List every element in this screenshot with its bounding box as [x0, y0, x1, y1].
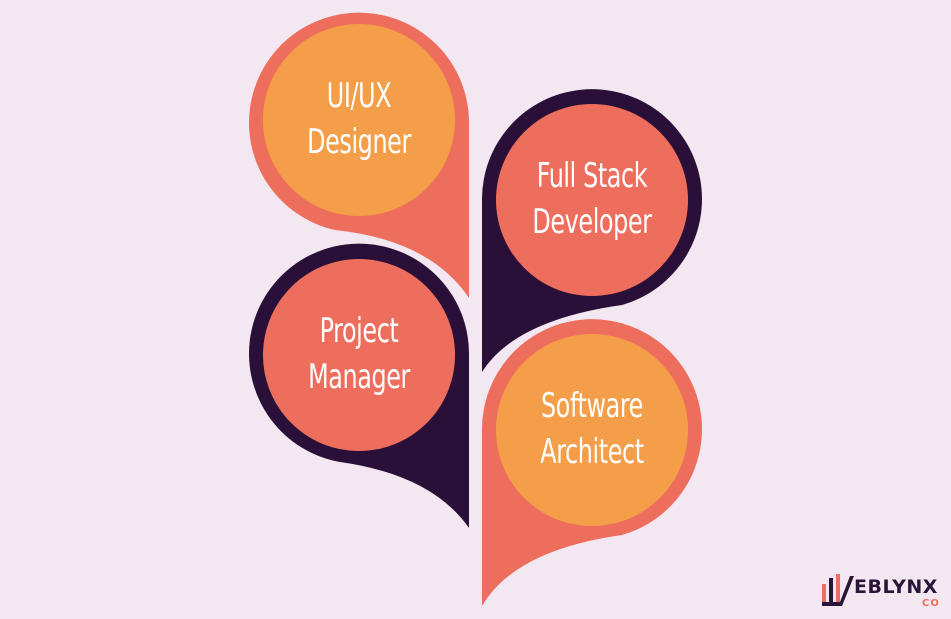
logo-subtext: CO — [922, 598, 940, 609]
pin-ui-ux-designer — [249, 12, 469, 299]
role-line-1: Project — [319, 311, 399, 351]
pin-software-architect — [481, 319, 702, 606]
weblynx-logo: EBLYNX CO — [820, 568, 948, 614]
role-label-full-stack-developer: Full Stack Developer — [526, 153, 659, 245]
role-line-2: Architect — [540, 432, 644, 472]
role-line-1: Software — [541, 386, 643, 426]
role-label-project-manager: Project Manager — [293, 308, 426, 400]
pin-project-manager — [249, 243, 470, 528]
role-line-1: UI/UX — [326, 76, 392, 116]
logo-text: EBLYNX — [854, 576, 938, 598]
pin-inner-circle — [263, 259, 455, 451]
role-line-2: Developer — [532, 202, 652, 242]
logo-mark-icon — [822, 574, 854, 606]
role-line-2: Designer — [307, 122, 411, 162]
role-line-2: Manager — [308, 357, 410, 397]
pin-inner-circle — [496, 104, 688, 296]
role-label-software-architect: Software Architect — [526, 383, 659, 475]
pin-inner-circle — [263, 24, 455, 216]
pin-full-stack-developer — [481, 89, 702, 373]
role-line-1: Full Stack — [536, 156, 648, 196]
pin-inner-circle — [496, 334, 688, 526]
role-label-ui-ux-designer: UI/UX Designer — [293, 73, 426, 165]
